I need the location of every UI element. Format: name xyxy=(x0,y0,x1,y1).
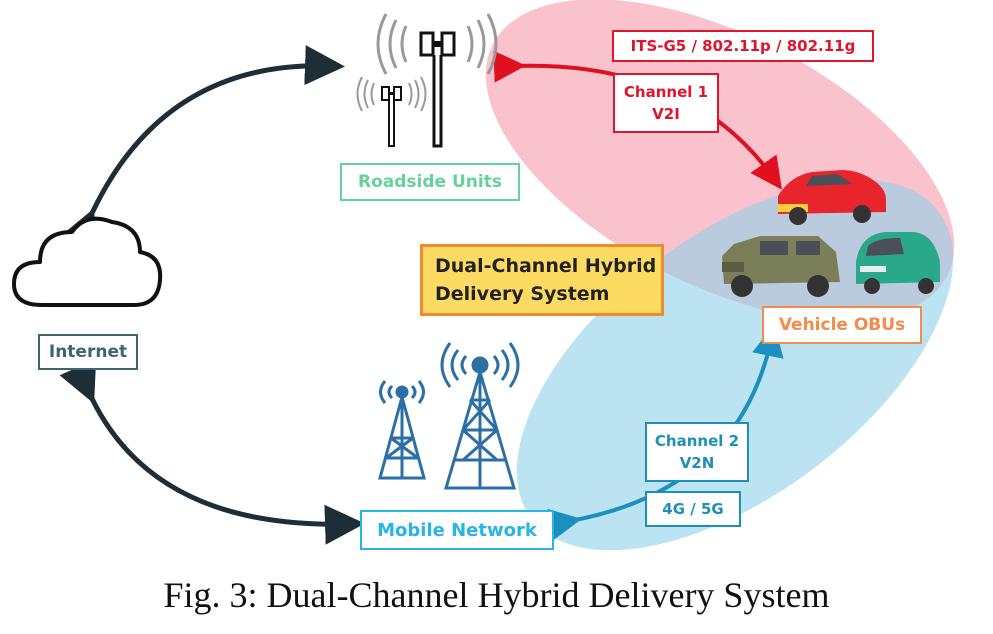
car-icon xyxy=(856,232,940,294)
figure-caption: Fig. 3: Dual-Channel Hybrid Delivery Sys… xyxy=(163,575,830,615)
cellular-label-text: 4G / 5G xyxy=(662,500,724,518)
internet-rsu-arrow xyxy=(59,45,345,253)
its-g5-label: ITS-G5 / 802.11p / 802.11g xyxy=(612,30,874,62)
channel1-label: Channel 1 V2I xyxy=(613,73,719,133)
internet-mobile-arrow xyxy=(59,359,365,545)
its-g5-label-text: ITS-G5 / 802.11p / 802.11g xyxy=(630,37,856,55)
internet-label: Internet xyxy=(38,334,138,370)
roadside-units-label: Roadside Units xyxy=(340,163,520,201)
rsu-antenna-icon xyxy=(356,13,498,148)
jeep-icon xyxy=(722,236,840,297)
cellular-label: 4G / 5G xyxy=(645,491,741,527)
mobile-network-label: Mobile Network xyxy=(360,510,554,550)
channel2-label: Channel 2 V2N xyxy=(645,422,749,482)
system-title-line1: Dual-Channel Hybrid xyxy=(435,255,657,277)
cell-tower-icon xyxy=(378,342,520,490)
vehicle-obus-label: Vehicle OBUs xyxy=(762,306,922,344)
channel1-line1: Channel 1 xyxy=(623,83,709,101)
internet-label-text: Internet xyxy=(48,342,128,362)
system-title-line2: Delivery System xyxy=(435,283,610,305)
channel1-line2: V2I xyxy=(652,105,680,123)
channel2-line2: V2N xyxy=(679,454,715,472)
roadside-units-label-text: Roadside Units xyxy=(358,172,502,192)
channel2-line1: Channel 2 xyxy=(654,432,740,450)
car-icon xyxy=(778,170,886,225)
cloud-icon xyxy=(12,216,163,307)
mobile-network-label-text: Mobile Network xyxy=(377,519,537,541)
system-title-box: Dual-Channel Hybrid Delivery System xyxy=(420,244,664,316)
vehicle-obus-label-text: Vehicle OBUs xyxy=(778,315,906,335)
